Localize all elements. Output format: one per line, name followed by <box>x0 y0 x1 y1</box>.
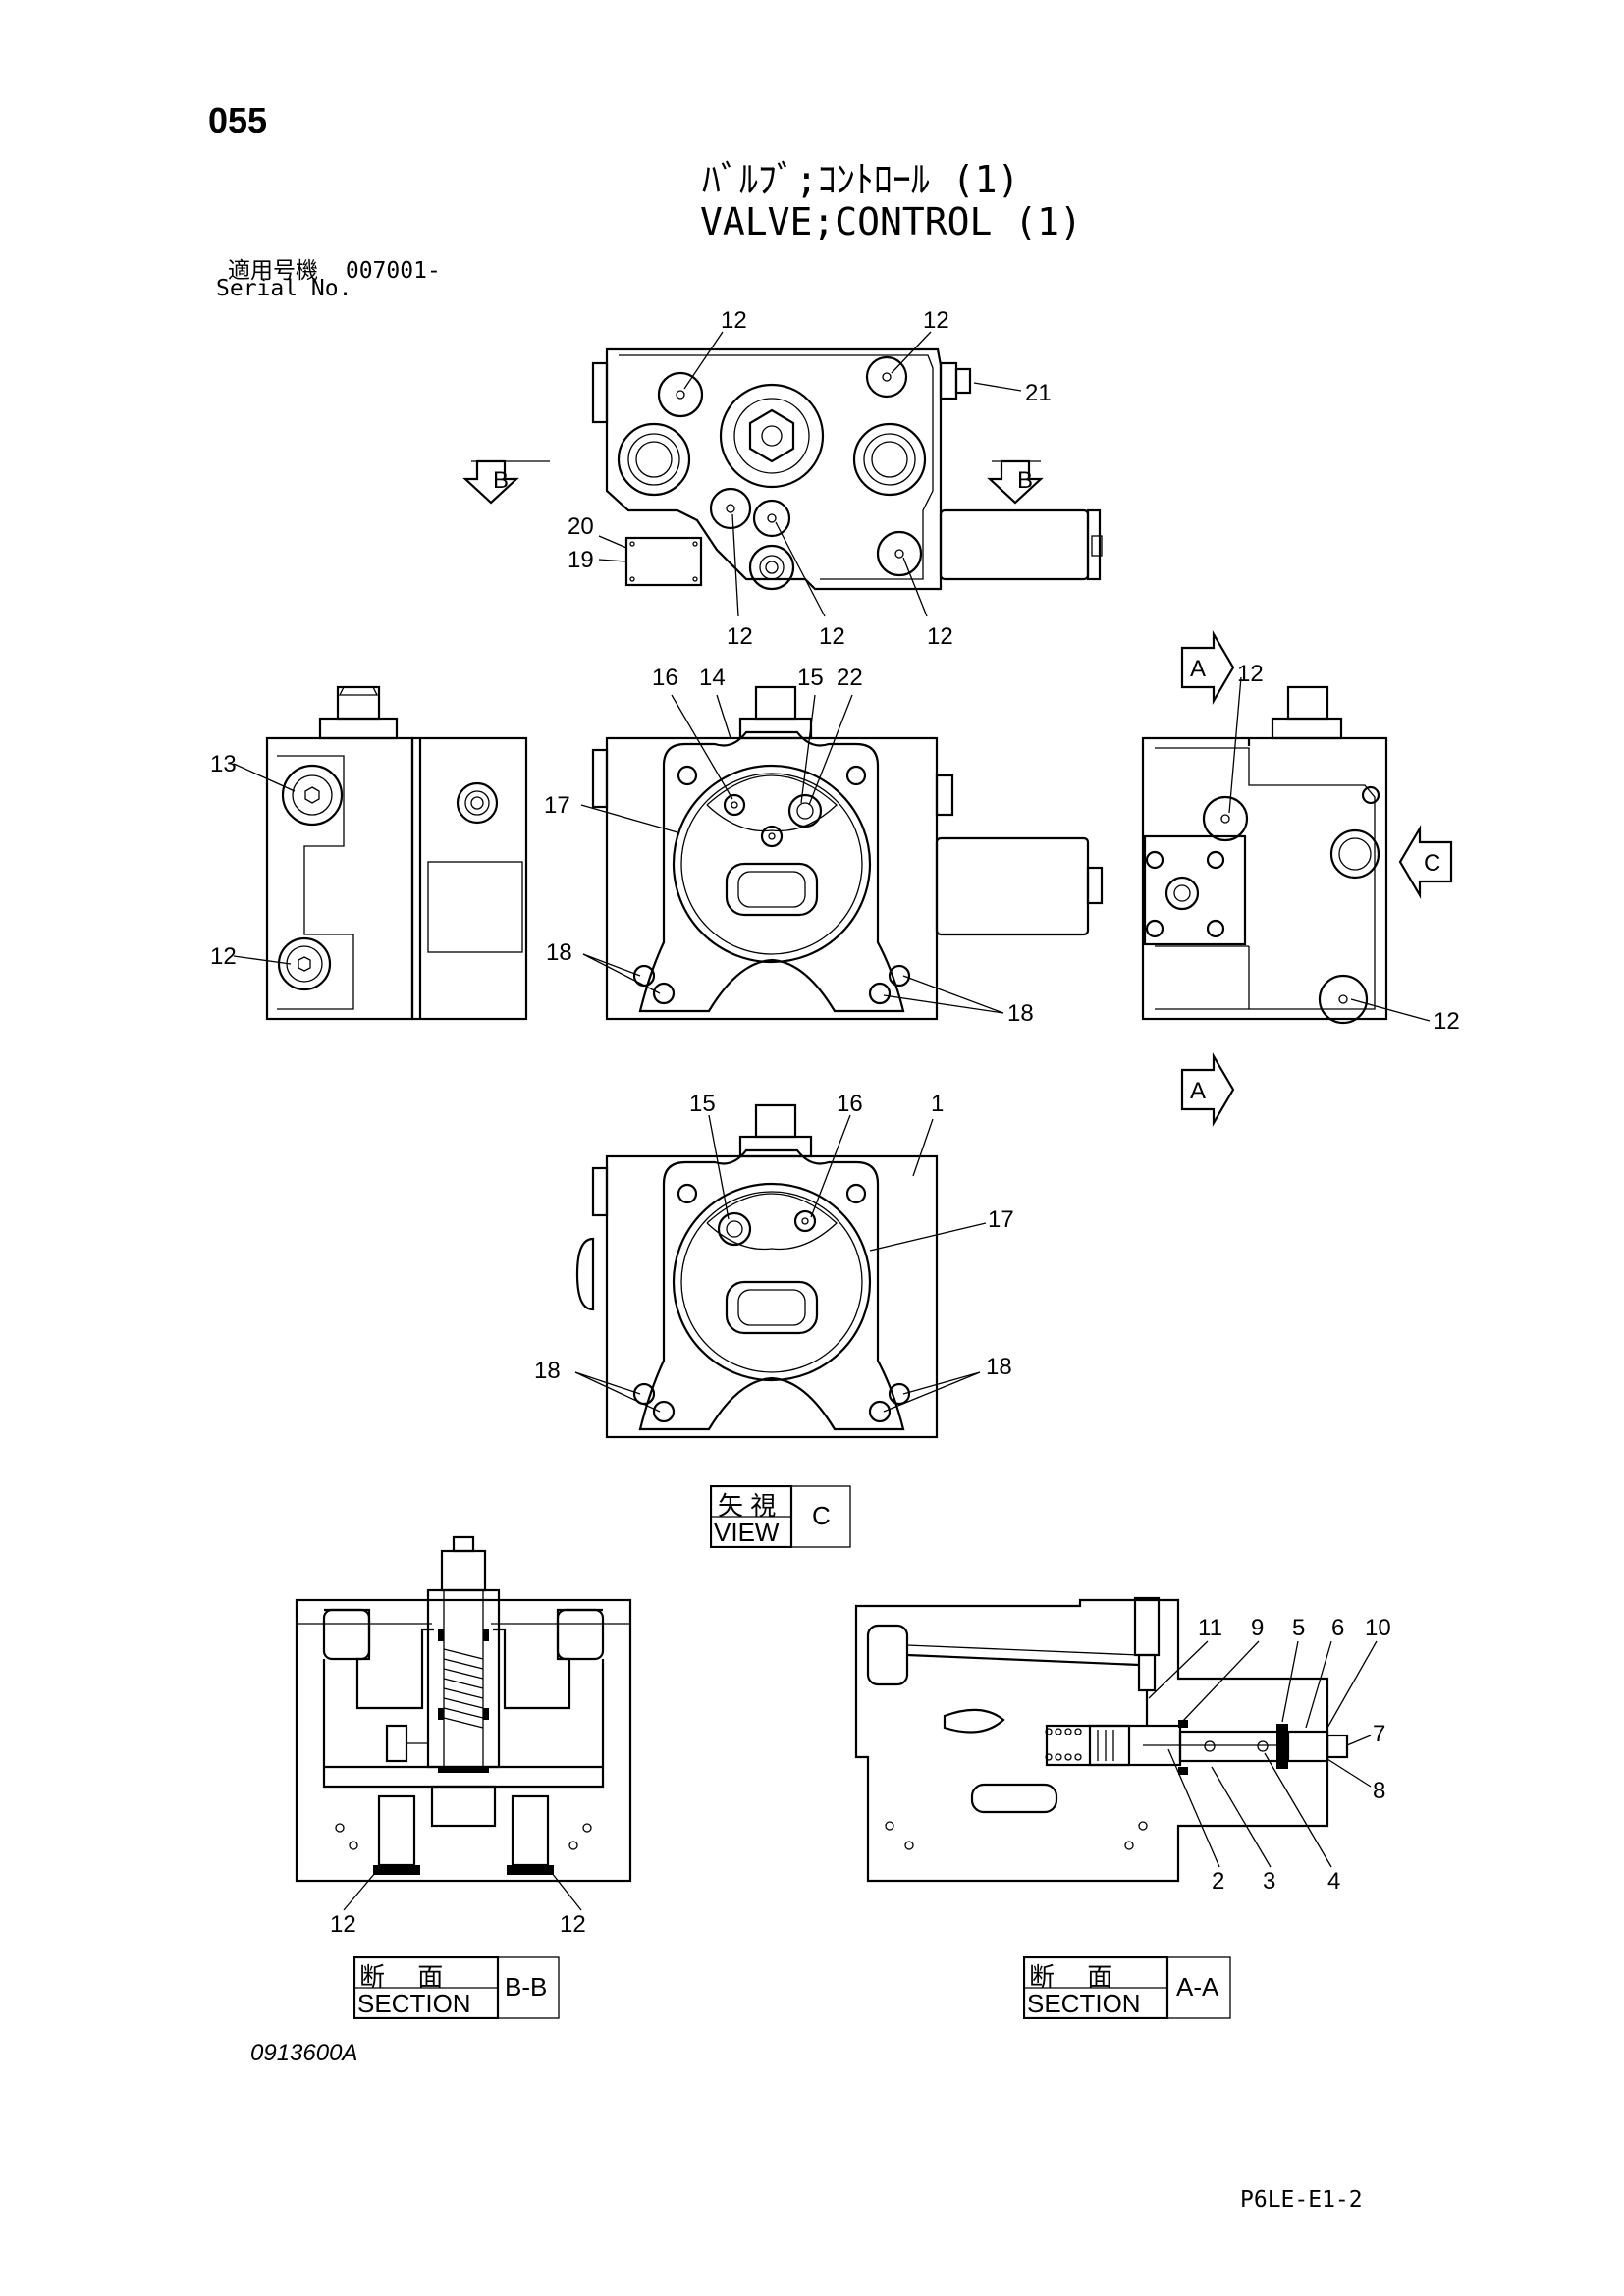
callout-ml-12: 12 <box>210 943 237 970</box>
title-english: VALVE;CONTROL (1) <box>700 200 1082 243</box>
view-c-box: 矢 視 VIEW C <box>709 1484 851 1549</box>
section-bb-en: SECTION <box>357 1989 471 2018</box>
callout-top-20: 20 <box>568 513 594 540</box>
marker-b-right: B <box>1017 467 1033 494</box>
section-bb-box-frame <box>352 1955 560 2020</box>
top-view: B B 12 12 21 20 19 12 12 12 <box>462 307 1103 650</box>
callout-top-12a: 12 <box>721 307 747 334</box>
callout-aa-11: 11 <box>1198 1615 1222 1641</box>
drawing-number: 0913600A <box>250 2040 358 2066</box>
callout-vc-18a: 18 <box>534 1358 561 1384</box>
callout-aa-7: 7 <box>1373 1721 1385 1747</box>
section-aa-box: 断 面 SECTION A-A <box>1022 1955 1231 2020</box>
callout-vc-18b: 18 <box>986 1354 1012 1380</box>
marker-c: C <box>1424 850 1440 877</box>
section-aa-box-frame <box>1022 1955 1231 2020</box>
callout-top-12c: 12 <box>727 623 753 650</box>
view-c-drawing: 15 16 1 17 18 18 <box>534 1091 1014 1439</box>
callout-top-12b: 12 <box>923 307 949 334</box>
section-aa-drawing: 11 9 5 6 10 7 8 2 3 4 <box>854 1596 1391 1895</box>
callout-mc-18a: 18 <box>546 939 572 966</box>
section-bb-letter: B-B <box>505 1972 548 2002</box>
page-code: P6LE-E1-2 <box>1240 2187 1363 2213</box>
callout-mc-18b: 18 <box>1007 1000 1034 1027</box>
callout-mc-15: 15 <box>797 665 824 691</box>
view-c-letter: C <box>812 1501 831 1530</box>
callout-mc-16: 16 <box>652 665 678 691</box>
view-c-jp: 矢 視 <box>718 1491 777 1521</box>
callout-aa-3: 3 <box>1263 1868 1275 1895</box>
callout-top-19: 19 <box>568 547 594 573</box>
callout-aa-2: 2 <box>1212 1868 1224 1895</box>
serial-label-jp: 適用号機 007001- <box>228 251 441 285</box>
title-japanese: ﾊﾞﾙﾌﾞ;ｺﾝﾄﾛｰﾙ (1) <box>702 158 1020 201</box>
page-number: 055 <box>208 100 268 140</box>
callout-bb-12a: 12 <box>330 1911 356 1938</box>
mid-left-view: 13 12 <box>210 685 528 1021</box>
section-bb-jp: 断 面 <box>359 1962 444 1992</box>
callout-aa-9: 9 <box>1251 1615 1264 1641</box>
callout-bb-12b: 12 <box>560 1911 586 1938</box>
section-bb-box: 断 面 SECTION B-B <box>352 1955 560 2020</box>
callout-mc-14: 14 <box>699 665 726 691</box>
callout-aa-6: 6 <box>1331 1615 1344 1641</box>
callout-mc-17: 17 <box>544 792 570 819</box>
section-aa-jp: 断 面 <box>1029 1962 1113 1992</box>
callout-vc-17: 17 <box>988 1206 1014 1233</box>
callout-vc-1: 1 <box>931 1091 944 1117</box>
view-c-box-frame <box>709 1484 851 1549</box>
callout-mr-12a: 12 <box>1237 661 1264 687</box>
callout-vc-15: 15 <box>689 1091 716 1117</box>
section-aa-en: SECTION <box>1027 1989 1141 2018</box>
mid-right-view: A A C 12 12 <box>1141 629 1460 1128</box>
section-aa-letter: A-A <box>1176 1972 1219 2002</box>
marker-a-bottom: A <box>1190 1078 1206 1104</box>
view-c-en: VIEW <box>714 1518 780 1547</box>
callout-mc-22: 22 <box>837 665 863 691</box>
callout-aa-8: 8 <box>1373 1778 1385 1804</box>
callout-aa-4: 4 <box>1327 1868 1340 1895</box>
callout-top-21: 21 <box>1025 380 1052 406</box>
callout-aa-10: 10 <box>1365 1615 1391 1641</box>
marker-b-left: B <box>493 467 509 494</box>
callout-ml-13: 13 <box>210 751 237 777</box>
serial-value: 007001- <box>345 258 441 284</box>
callout-mr-12b: 12 <box>1434 1008 1460 1035</box>
mid-center-view: 16 14 15 22 17 18 18 <box>544 665 1104 1027</box>
serial-label-jp-text: 適用号機 <box>228 258 318 284</box>
marker-a-top: A <box>1190 656 1206 682</box>
callout-aa-5: 5 <box>1292 1615 1305 1641</box>
section-bb-drawing: 12 12 <box>295 1535 632 1938</box>
callout-top-12e: 12 <box>927 623 953 650</box>
callout-vc-16: 16 <box>837 1091 863 1117</box>
serial-label-en: Serial No. <box>216 276 352 301</box>
callout-top-12d: 12 <box>819 623 845 650</box>
